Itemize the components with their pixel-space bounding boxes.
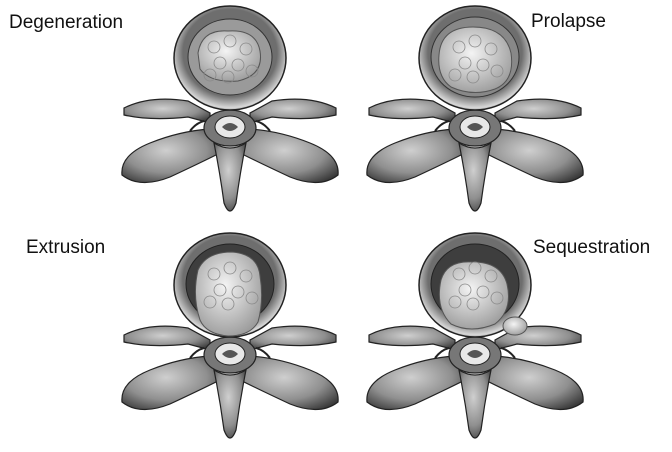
transverse-process-right (250, 326, 336, 350)
nucleus-pulposus (439, 262, 508, 329)
transverse-process-left (369, 99, 455, 123)
transverse-process-right (250, 99, 336, 123)
sequestered-fragment (503, 317, 527, 335)
articular-process-left (367, 129, 465, 183)
articular-process-left (122, 356, 220, 410)
transverse-process-left (369, 326, 455, 350)
nucleus-pulposus (195, 252, 261, 336)
label-degeneration: Degeneration (9, 13, 123, 32)
vertebra-degeneration-figure (110, 3, 350, 225)
spinous-process (214, 143, 246, 211)
articular-process-right (240, 356, 338, 410)
articular-process-right (485, 356, 583, 410)
vertebra-sequestration-figure (355, 230, 595, 452)
label-extrusion: Extrusion (26, 238, 105, 257)
vertebra-prolapse-figure (355, 3, 595, 225)
transverse-process-left (124, 99, 210, 123)
transverse-process-left (124, 326, 210, 350)
spinous-process (459, 143, 491, 211)
spinous-process (459, 370, 491, 438)
vertebra-extrusion-figure (110, 230, 350, 452)
articular-process-right (240, 129, 338, 183)
spinous-process (214, 370, 246, 438)
transverse-process-right (495, 99, 581, 123)
articular-process-left (367, 356, 465, 410)
nucleus-pulposus (198, 31, 261, 81)
articular-process-right (485, 129, 583, 183)
articular-process-left (122, 129, 220, 183)
